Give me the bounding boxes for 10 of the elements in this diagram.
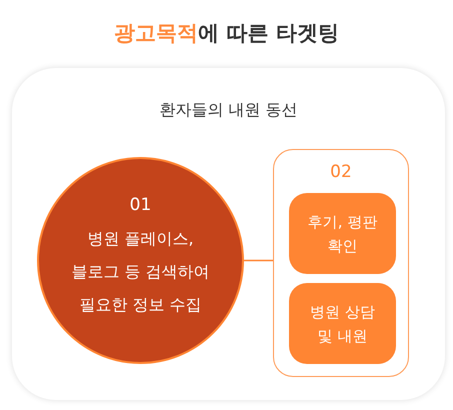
title: 광고목적에 따른 타겟팅 [113, 20, 340, 47]
connector-line [244, 260, 273, 262]
step-description: 병원 플레이스, 블로그 등 검색하여 필요한 정보 수집 [70, 228, 211, 316]
step-number: 02 [330, 161, 352, 184]
step-box: 병원 상담 및 내원 [289, 283, 396, 364]
rounded-frame [273, 149, 409, 377]
panel-heading: 환자들의 내원 동선 [159, 99, 298, 121]
rounded-panel [12, 68, 445, 400]
step-number: 01 [130, 194, 152, 216]
step-box: 후기, 평판 확인 [289, 193, 396, 274]
